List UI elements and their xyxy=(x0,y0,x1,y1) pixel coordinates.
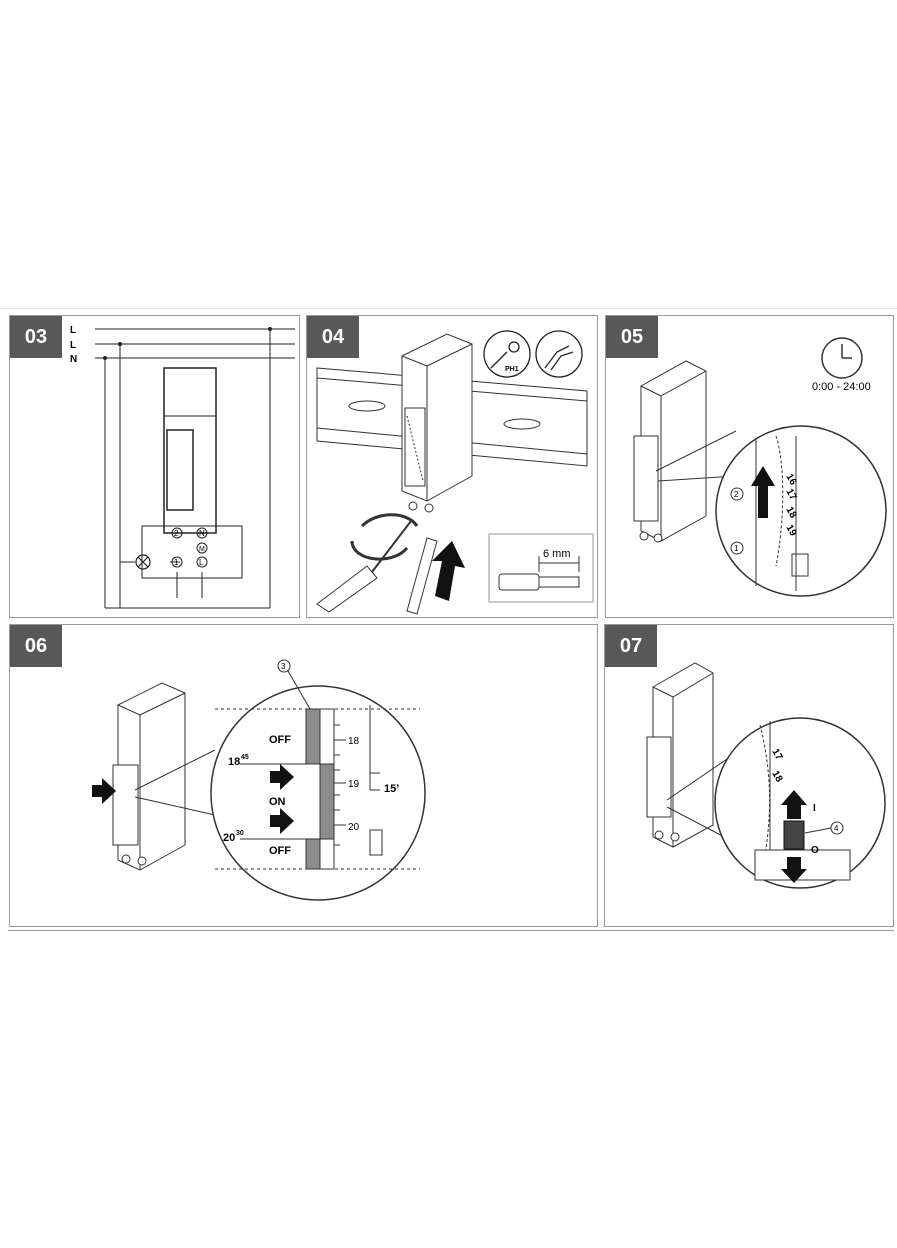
segment-ring xyxy=(305,708,335,870)
wire-icon xyxy=(406,537,438,615)
timer-device xyxy=(633,360,707,543)
tick-label-19: 19 xyxy=(348,779,360,790)
set-time-illustration: 0:00 - 24:00 16 17 18 19 2 1 xyxy=(633,337,887,597)
dial-digit-16: 16 xyxy=(783,472,798,488)
up-arrow-icon xyxy=(751,466,775,518)
step-badge-04: 04 xyxy=(307,316,359,358)
strip-length-label: 6 mm xyxy=(543,548,571,560)
step-badge-05: 05 xyxy=(606,316,658,358)
timer-device xyxy=(112,682,186,871)
switch-dial-digit-18: 18 xyxy=(769,769,784,785)
strip-length-inset xyxy=(488,533,594,603)
override-switch-icon[interactable] xyxy=(783,820,805,850)
bottom-separator xyxy=(8,930,894,931)
segment-programming-illustration: OFF ON OFF 18 45 20 30 18 19 20 15’ 3 xyxy=(92,659,426,901)
tick-label-20: 20 xyxy=(348,822,360,833)
dial-digit-19: 19 xyxy=(783,523,798,539)
callout-2-icon xyxy=(730,487,744,501)
motor-icon xyxy=(196,542,208,554)
start-time-hour: 18 xyxy=(228,756,240,768)
segment-off-bottom-label: OFF xyxy=(269,845,291,857)
top-separator xyxy=(0,308,897,309)
callout-1-label: 1 xyxy=(734,544,739,553)
terminal-label-2: 2 xyxy=(174,529,179,538)
dial-magnifier xyxy=(715,425,887,597)
wire-stripper-icon xyxy=(535,330,583,378)
switch-dial-digit-17: 17 xyxy=(769,747,784,763)
panel-step-04: 04 xyxy=(306,315,598,618)
panel-step-06: 06 xyxy=(9,624,598,927)
lamp-icon xyxy=(135,554,151,570)
callout-4-label: 4 xyxy=(834,824,839,833)
terminal-label-l: L xyxy=(199,558,204,567)
timer-device xyxy=(401,333,473,513)
on-arrow-icon xyxy=(270,764,294,790)
line-label-l2: L xyxy=(70,340,76,351)
end-time-minute: 30 xyxy=(236,830,244,837)
step-badge-07: 07 xyxy=(605,625,657,667)
start-time-minute: 45 xyxy=(241,754,249,761)
callout-1-icon xyxy=(730,541,744,555)
line-label-n: N xyxy=(70,354,77,365)
terminal-2-icon xyxy=(171,527,183,539)
right-arrow-icon xyxy=(92,778,116,804)
dial-digit-17: 17 xyxy=(783,487,798,503)
override-switch-illustration: 17 18 I O 4 xyxy=(646,662,886,889)
terminal-label-1: 1 xyxy=(174,558,179,567)
motor-label: M xyxy=(199,546,205,553)
phillips-screwdriver-icon xyxy=(483,330,531,378)
terminal-n-icon xyxy=(196,527,208,539)
push-arrow-icon xyxy=(432,541,465,601)
callout-2-label: 2 xyxy=(734,490,739,499)
segment-duration-label: 15’ xyxy=(384,783,399,795)
off-arrow-icon xyxy=(270,808,294,834)
panel-step-07: 07 17 18 I O 4 xyxy=(604,624,894,927)
terminal-l-icon xyxy=(196,556,208,568)
segment-on-label: ON xyxy=(269,796,286,808)
rotate-arrow-icon xyxy=(360,513,419,528)
end-time-hour: 20 xyxy=(223,832,235,844)
segment-off-top-label: OFF xyxy=(269,734,291,746)
terminal-1-icon xyxy=(171,556,183,568)
down-arrow-icon xyxy=(781,857,807,883)
switch-position-on: I xyxy=(813,803,816,814)
tick-label-18: 18 xyxy=(348,736,360,747)
up-arrow-icon xyxy=(781,790,807,819)
switch-position-off: O xyxy=(811,845,819,856)
callout-3-icon xyxy=(277,659,291,673)
clock-range-label: 0:00 - 24:00 xyxy=(812,381,871,393)
step-badge-06: 06 xyxy=(10,625,62,667)
timer-device xyxy=(646,662,714,848)
callout-3-label: 3 xyxy=(281,662,286,671)
step-badge-03: 03 xyxy=(10,316,62,358)
panel-step-05: 05 0:00 - 24:00 16 17 18 19 xyxy=(605,315,894,618)
line-label-l1: L xyxy=(70,325,76,336)
terminal-label-n: N xyxy=(199,529,205,538)
screwdriver-icon xyxy=(316,520,412,613)
screwdriver-type-label: PH1 xyxy=(505,366,519,373)
panel-step-03: 03 xyxy=(9,315,300,618)
mounting-illustration: PH1 6 mm xyxy=(316,330,594,615)
wiring-diagram: L L N 2 1 N M L xyxy=(70,325,295,609)
dial-digit-18: 18 xyxy=(783,505,798,521)
